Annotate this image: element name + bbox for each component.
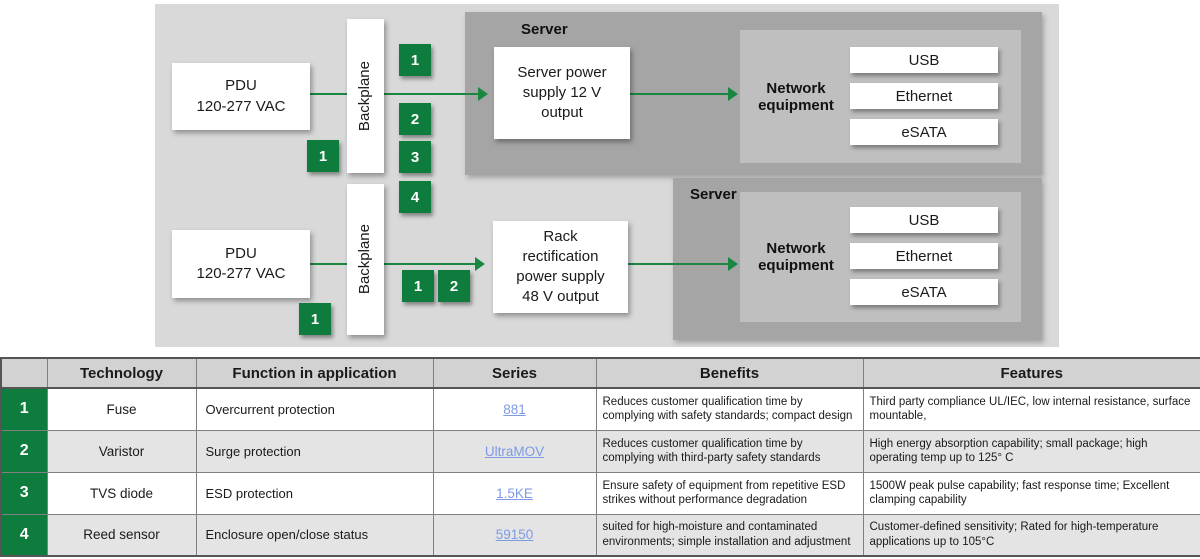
- arrowhead-network-2: [728, 257, 738, 271]
- benefits-cell: Reduces customer qualification time by c…: [595, 387, 864, 431]
- features-cell: Customer-defined sensitivity; Rated for …: [862, 513, 1200, 557]
- port-usb-2: USB: [850, 207, 998, 233]
- benefits-cell: suited for high-moisture and contaminate…: [595, 513, 864, 557]
- backplane-box-1: Backplane: [347, 19, 384, 173]
- technology-cell: Varistor: [46, 429, 197, 473]
- rack-rectification-supply-box: Rack rectification power supply 48 V out…: [493, 221, 628, 313]
- features-cell: High energy absorption capability; small…: [862, 429, 1200, 473]
- table-row-varistor: 2 Varistor Surge protection UltraMOV Red…: [0, 429, 1200, 473]
- port-ethernet-1: Ethernet: [850, 83, 998, 109]
- backplane-label-1: Backplane: [356, 60, 374, 132]
- arrow-line-pdu2-rack: [310, 263, 477, 265]
- header-function: Function in application: [195, 357, 434, 389]
- arrow-line-supply1-network: [630, 93, 730, 95]
- badge-1-left-row2: 1: [299, 303, 331, 335]
- arrowhead-rack: [475, 257, 485, 271]
- network-equipment-label-2: Network equipment: [758, 240, 834, 274]
- technology-cell: Fuse: [46, 387, 197, 431]
- arrowhead-supply-1: [478, 87, 488, 101]
- header-number: [0, 357, 48, 389]
- arrowhead-network-1: [728, 87, 738, 101]
- badge-1-row1: 1: [399, 44, 431, 76]
- backplane-label-2: Backplane: [356, 224, 374, 295]
- row-number: 3: [0, 471, 48, 515]
- table-row-fuse: 1 Fuse Overcurrent protection 881 Reduce…: [0, 387, 1200, 431]
- server-power-supply-box: Server power supply 12 V output: [494, 47, 630, 139]
- technology-cell: Reed sensor: [46, 513, 197, 557]
- arrow-line-pdu1-supply: [310, 93, 480, 95]
- series-link-ultramov[interactable]: UltraMOV: [484, 443, 545, 459]
- pdu-box-2: PDU 120-277 VAC: [172, 230, 310, 298]
- header-features: Features: [862, 357, 1200, 389]
- technology-table: Technology Function in application Serie…: [0, 357, 1200, 557]
- badge-4-mid: 4: [399, 181, 431, 213]
- badge-1-left-row1: 1: [307, 140, 339, 172]
- features-cell: Third party compliance UL/IEC, low inter…: [862, 387, 1200, 431]
- features-cell: 1500W peak pulse capability; fast respon…: [862, 471, 1200, 515]
- badge-1-row2: 1: [402, 270, 434, 302]
- row-number: 2: [0, 429, 48, 473]
- pdu-box-1: PDU 120-277 VAC: [172, 63, 310, 130]
- badge-2-row1: 2: [399, 103, 431, 135]
- row-number: 1: [0, 387, 48, 431]
- table-row-reed-sensor: 4 Reed sensor Enclosure open/close statu…: [0, 513, 1200, 557]
- port-usb-1: USB: [850, 47, 998, 73]
- header-benefits: Benefits: [595, 357, 864, 389]
- series-link-59150[interactable]: 59150: [495, 527, 534, 543]
- header-series: Series: [432, 357, 597, 389]
- table-row-tvs-diode: 3 TVS diode ESD protection 1.5KE Ensure …: [0, 471, 1200, 515]
- series-link-881[interactable]: 881: [503, 401, 526, 417]
- network-equipment-label-1: Network equipment: [758, 79, 834, 114]
- port-esata-1: eSATA: [850, 119, 998, 145]
- function-cell: Overcurrent protection: [195, 387, 434, 431]
- benefits-cell: Ensure safety of equipment from repetiti…: [595, 471, 864, 515]
- series-link-15ke[interactable]: 1.5KE: [496, 485, 533, 501]
- row-number: 4: [0, 513, 48, 557]
- port-list-1: USB Ethernet eSATA: [850, 30, 998, 145]
- server-label-1: Server: [521, 21, 568, 38]
- table-header: Technology Function in application Serie…: [0, 357, 1200, 389]
- port-esata-2: eSATA: [850, 279, 998, 305]
- port-ethernet-2: Ethernet: [850, 243, 998, 269]
- badge-3-row1: 3: [399, 141, 431, 173]
- header-technology: Technology: [46, 357, 197, 389]
- benefits-cell: Reduces customer qualification time by c…: [595, 429, 864, 473]
- function-cell: Enclosure open/close status: [195, 513, 434, 557]
- network-equipment-block-1: Network equipment USB Ethernet eSATA: [740, 30, 1021, 163]
- badge-2-row2: 2: [438, 270, 470, 302]
- server-label-2: Server: [690, 186, 737, 203]
- technology-cell: TVS diode: [46, 471, 197, 515]
- function-cell: Surge protection: [195, 429, 434, 473]
- function-cell: ESD protection: [195, 471, 434, 515]
- application-diagram: Server Network equipment USB Ethernet eS…: [155, 4, 1059, 347]
- backplane-box-2: Backplane: [347, 184, 384, 335]
- arrow-line-rack-network: [628, 263, 730, 265]
- network-equipment-block-2: Network equipment USB Ethernet eSATA: [740, 192, 1021, 322]
- port-list-2: USB Ethernet eSATA: [850, 192, 998, 305]
